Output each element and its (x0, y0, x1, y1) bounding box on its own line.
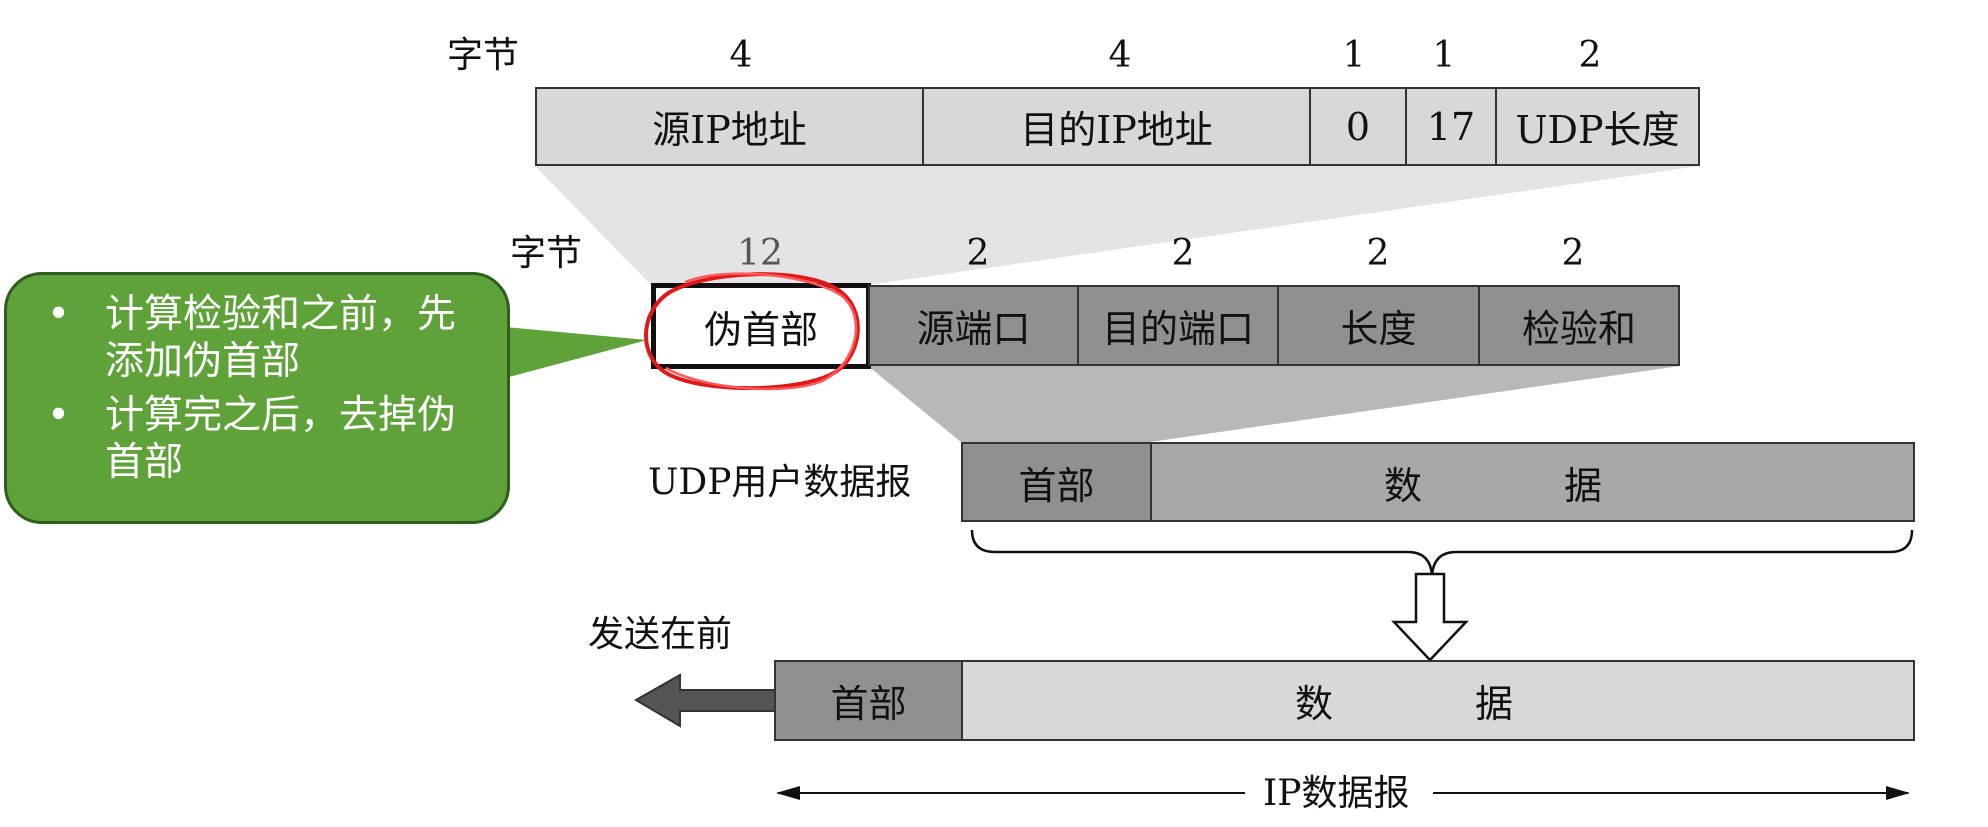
udp-header-pseudo-size: 12 (737, 233, 783, 274)
udp-header-size: 2 (966, 233, 990, 274)
udp-datagram-data: 数 据 (1150, 442, 1915, 522)
pseudo-header-size: 2 (1578, 35, 1602, 76)
udp-header-field-length: 长度 (1277, 285, 1480, 366)
encapsulation-arrow (1391, 572, 1469, 662)
pseudo-header-expansion (535, 166, 1700, 285)
ip-datagram-span-arrowhead-left (776, 786, 800, 800)
send-first-label: 发送在前 (588, 614, 733, 655)
udp-header-size: 2 (1561, 233, 1585, 274)
pseudo-header-size: 1 (1432, 35, 1456, 76)
udp-datagram-data-right: 据 (1564, 463, 1603, 508)
pseudo-header-field-zero: 0 (1309, 87, 1407, 166)
ip-datagram-data-left: 数 (1295, 682, 1334, 726)
udp-header-field-src-port: 源端口 (868, 285, 1079, 366)
udp-header-size: 2 (1366, 233, 1390, 274)
pseudo-header-field-dst-ip: 目的IP地址 (922, 87, 1311, 166)
callout-item-text: 计算完之后，去掉伪首部 (105, 393, 457, 485)
udp-header-expansion (868, 366, 1680, 442)
pseudo-header-field-src-ip: 源IP地址 (535, 87, 924, 166)
pseudo-header-field-udp-length: UDP长度 (1495, 87, 1700, 166)
bullet-dot-icon: • (47, 292, 71, 337)
udp-header-size: 2 (1171, 233, 1195, 274)
ip-datagram-data: 数 据 (961, 660, 1915, 741)
send-first-arrow (634, 673, 776, 728)
pseudo-header-cell: 伪首部 (651, 283, 871, 369)
callout-pointer (505, 327, 647, 378)
ip-datagram-label: IP数据报 (1263, 773, 1410, 814)
udp-header-bytes-label: 字节 (510, 233, 583, 274)
pseudo-header-field-protocol: 17 (1405, 87, 1497, 166)
ip-datagram-span-arrowhead-right (1886, 786, 1910, 800)
callout-item: • 计算完之后，去掉伪首部 (47, 392, 487, 486)
udp-header-field-checksum: 检验和 (1478, 285, 1680, 366)
callout-item-text: 计算检验和之前，先添加伪首部 (105, 292, 457, 384)
pseudo-header-size: 4 (729, 35, 753, 76)
udp-datagram-header: 首部 (961, 442, 1152, 522)
udp-datagram-data-left: 数 (1384, 463, 1423, 508)
udp-datagram-label: UDP用户数据报 (648, 462, 912, 503)
ip-datagram-header: 首部 (774, 660, 963, 741)
callout-bubble: • 计算检验和之前，先添加伪首部 • 计算完之后，去掉伪首部 (4, 272, 510, 524)
pseudo-header-size: 1 (1342, 35, 1366, 76)
highlight-ring (644, 272, 860, 391)
pseudo-header-bytes-label: 字节 (447, 35, 520, 76)
callout-item: • 计算检验和之前，先添加伪首部 (47, 291, 487, 385)
ip-datagram-data-right: 据 (1475, 682, 1514, 726)
bullet-dot-icon: • (47, 393, 71, 438)
pseudo-header-size: 4 (1108, 35, 1132, 76)
udp-header-field-dst-port: 目的端口 (1077, 285, 1279, 366)
udp-datagram-brace (970, 529, 1914, 576)
